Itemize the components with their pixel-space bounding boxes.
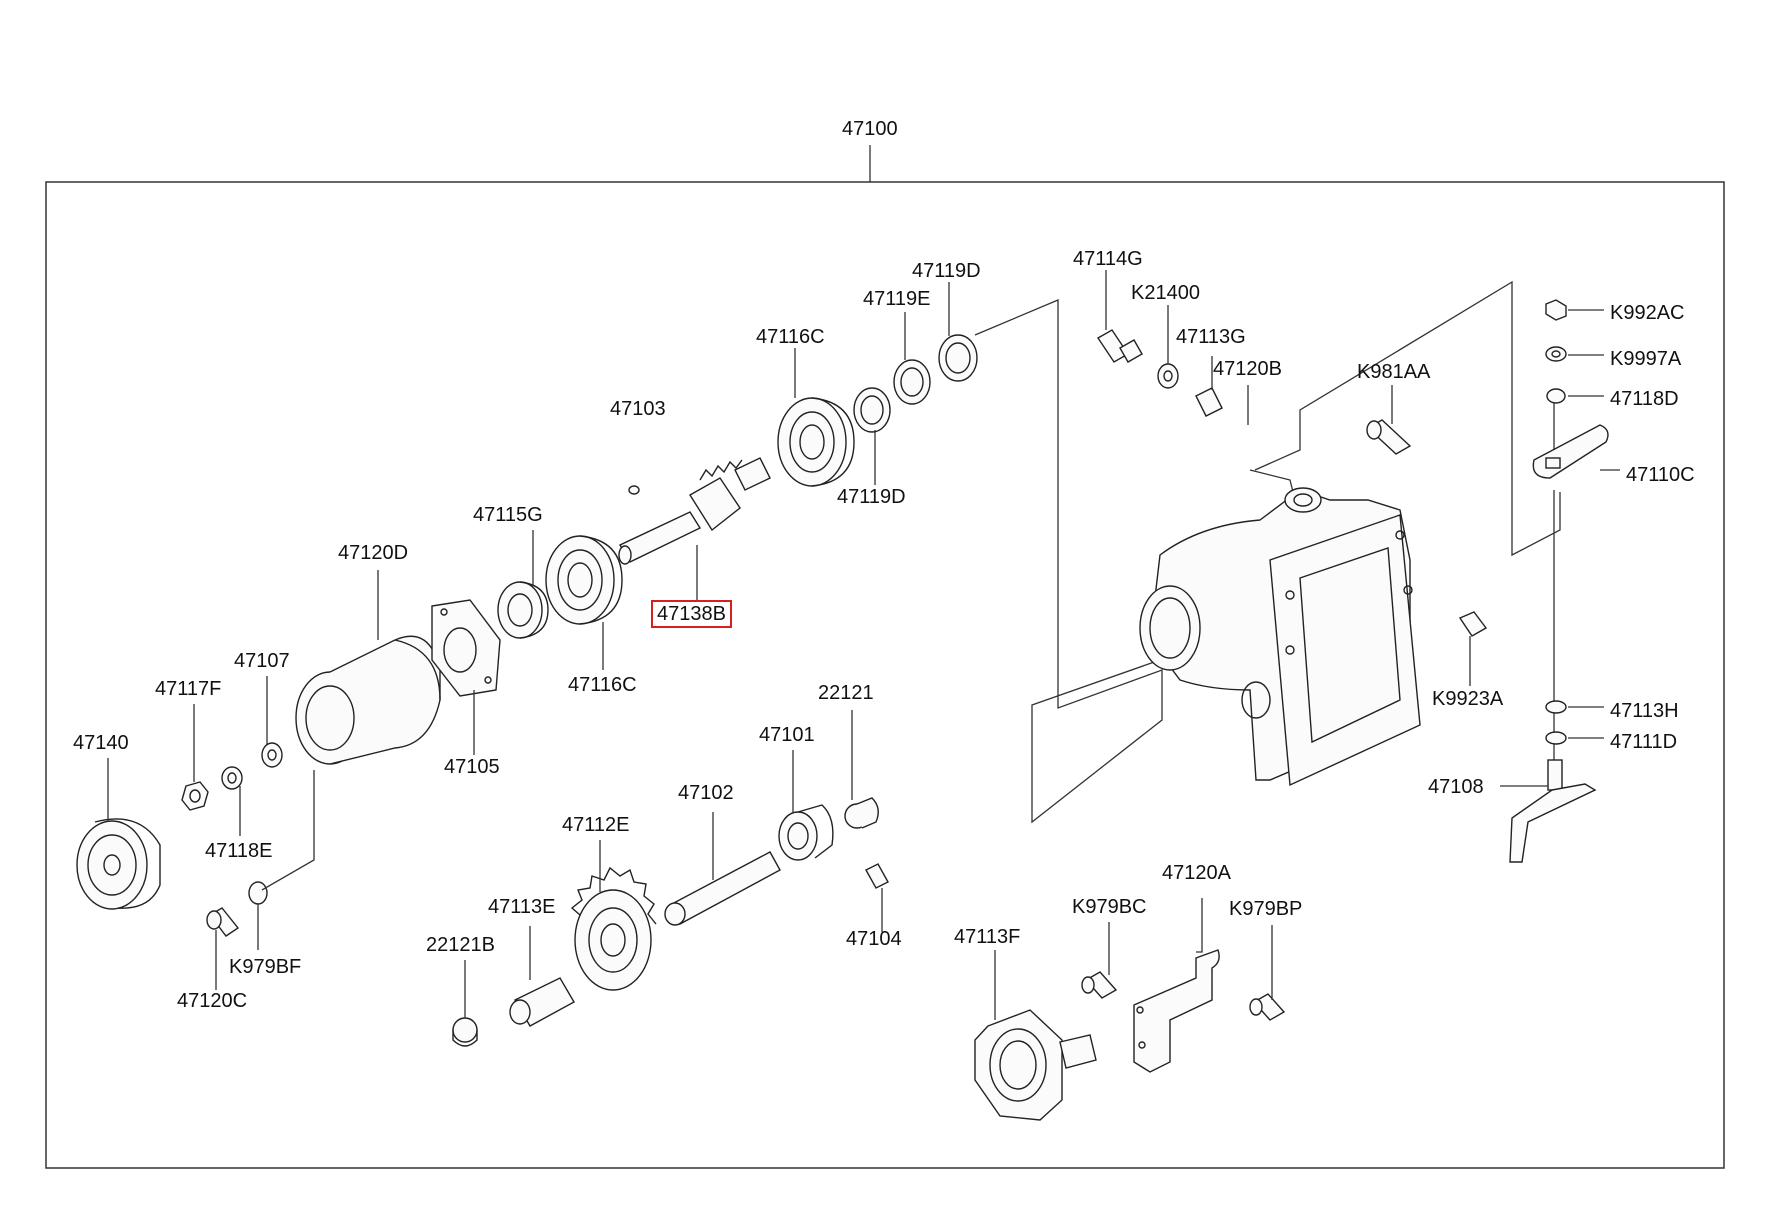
bearing-part-a (545, 535, 623, 625)
bolt-part-b (1366, 419, 1412, 455)
part-label: 47118D (1610, 388, 1679, 410)
seal-part (497, 581, 549, 639)
part-label: 47120D (338, 542, 409, 564)
part-label: 47119D (837, 486, 906, 508)
washer-part-c (853, 387, 891, 433)
part-label: K9923A (1432, 688, 1504, 710)
washer-part-b (261, 742, 283, 768)
part-label: 47115G (473, 504, 543, 526)
part-label: 47113F (954, 926, 1021, 948)
bushing-part-b (509, 977, 575, 1027)
spring-part (1195, 387, 1223, 417)
part-label: 47113G (1176, 326, 1246, 348)
washer-part-e (938, 334, 978, 382)
shaft-part (618, 457, 771, 565)
washer-part-f (1545, 346, 1567, 362)
part-label: 22121B (426, 934, 495, 956)
part-label: 47101 (759, 724, 815, 746)
part-label: 47114G (1073, 248, 1143, 270)
part-label: 22121 (818, 682, 874, 704)
part-label: 47120C (177, 990, 248, 1012)
part-label: 47113H (1610, 700, 1679, 722)
bolt-part-c (1081, 971, 1118, 999)
label-assembly: 47100 (842, 118, 898, 140)
part-label: 47120B (1213, 358, 1282, 380)
bearing-cover-part (974, 1009, 1097, 1121)
part-label: K992AC (1610, 302, 1685, 324)
lever-part (1532, 424, 1609, 479)
part-label: K979BF (229, 956, 302, 978)
guide-line-b (1254, 280, 1561, 557)
washer-part-i (1545, 731, 1567, 745)
part-label: 47117F (155, 678, 222, 700)
part-label: 47116C (568, 674, 637, 696)
part-label: 47119D (912, 260, 981, 282)
part-label: 47105 (444, 756, 500, 778)
bolt-part-d (1249, 993, 1286, 1021)
part-label: 47120A (1162, 862, 1231, 884)
collar-part (778, 804, 834, 861)
washer-part-h (1545, 700, 1567, 714)
guide-line-a (974, 299, 1251, 824)
pulley-part (76, 818, 161, 910)
part-label: 47118E (205, 840, 273, 862)
part-label: 47140 (73, 732, 129, 754)
part-label: 47104 (846, 928, 902, 950)
part-label: 47102 (678, 782, 734, 804)
part-label: K979BP (1229, 898, 1303, 920)
bolt-guide (261, 770, 315, 891)
housing-part (295, 635, 441, 765)
part-label: 47111D (1610, 731, 1678, 753)
part-label: K9997A (1610, 348, 1682, 370)
pin-part (1458, 611, 1488, 637)
bolt-part-a (206, 881, 268, 937)
pin-shaft-part (664, 851, 781, 926)
part-label: 47110C (1626, 464, 1695, 486)
part-label: 47116C (756, 326, 825, 348)
part-label: 47107 (234, 650, 290, 672)
part-label: K979BC (1072, 896, 1147, 918)
part-label: 47108 (1428, 776, 1484, 798)
washer-part-d (893, 359, 931, 405)
nut-part (181, 781, 209, 811)
ring-part (1157, 363, 1179, 389)
bracket-part (1133, 949, 1220, 1073)
gear-part (570, 866, 657, 991)
part-label: 47119E (863, 288, 931, 310)
plug-part (1097, 329, 1143, 363)
cap-part (452, 1017, 478, 1047)
bearing-part-b (777, 397, 855, 487)
part-label: 47103 (610, 398, 666, 420)
assembly-frame (45, 181, 1725, 1169)
part-label: 47113E (488, 896, 556, 918)
part-label: K21400 (1131, 282, 1200, 304)
leader-47120A (1196, 898, 1203, 953)
nut-part-b (1545, 299, 1567, 321)
part-label-highlighted[interactable]: 47138B (651, 600, 732, 628)
flange-plate-part (431, 599, 501, 697)
part-label: K981AA (1357, 361, 1431, 383)
washer-part-a (221, 766, 243, 790)
washer-part-g (1546, 388, 1566, 404)
gearbox-housing-part (1139, 487, 1421, 787)
bushing-part-a (844, 797, 879, 829)
setscrew-part (865, 863, 889, 889)
part-label: 47112E (562, 814, 630, 836)
selector-part (1509, 759, 1597, 863)
